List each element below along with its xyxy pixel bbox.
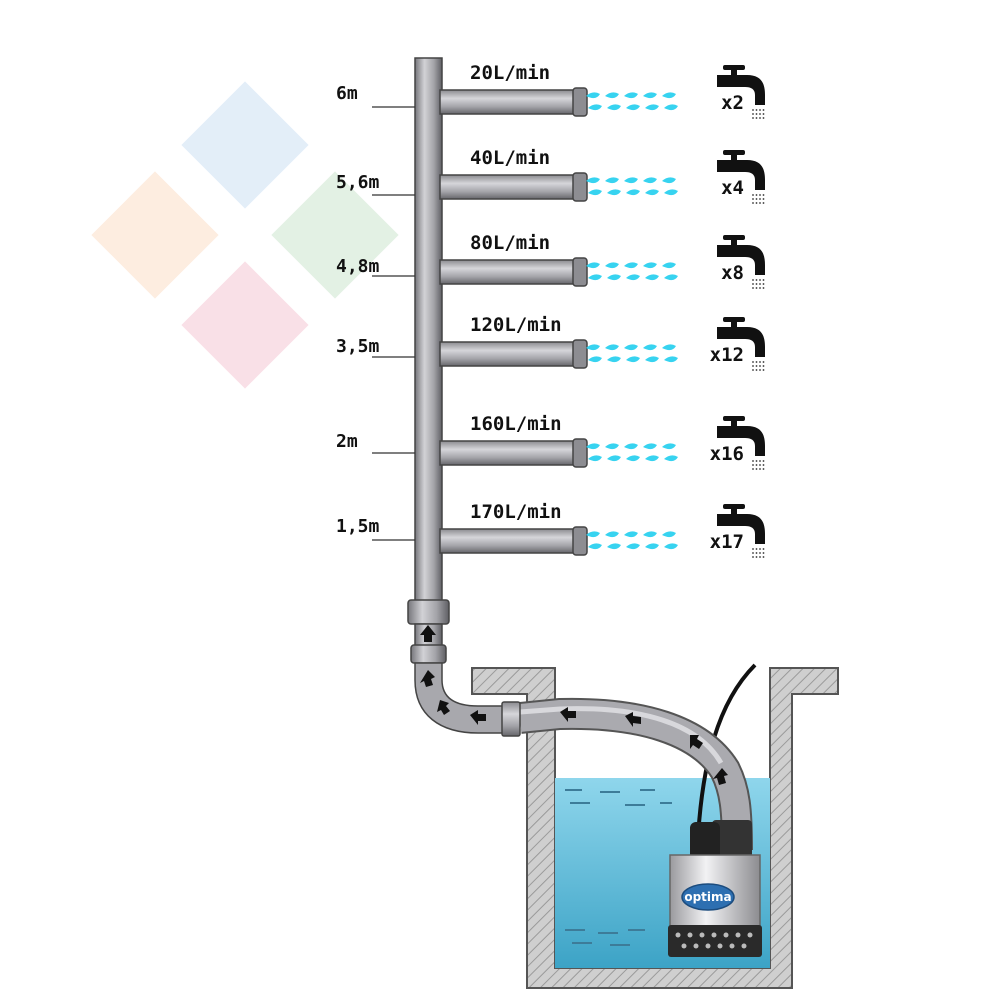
height-label: 5,6m	[336, 172, 380, 193]
tap-count-label: x17	[710, 531, 744, 553]
flow-rate-label: 170L/min	[470, 501, 562, 523]
pipe-elbow	[414, 662, 511, 734]
faucet-icon	[717, 235, 765, 289]
height-label: 6m	[336, 83, 358, 104]
faucet-icon	[717, 416, 765, 470]
flow-rate-label: 20L/min	[470, 62, 550, 84]
outlet-fitting	[572, 172, 588, 202]
height-label: 3,5m	[336, 336, 380, 357]
pipe-coupling	[407, 599, 450, 625]
outlet-fitting	[572, 438, 588, 468]
riser-pipe	[407, 57, 521, 737]
water-spray	[586, 177, 678, 196]
pump-brand-text: optima	[684, 890, 731, 904]
outlet-branch	[372, 150, 765, 204]
water-spray	[586, 92, 678, 111]
height-label: 4,8m	[336, 256, 380, 277]
water-spray	[586, 344, 678, 363]
hose-connector	[501, 701, 521, 737]
water-spray	[586, 262, 678, 281]
height-label: 2m	[336, 431, 358, 452]
flow-rate-label: 160L/min	[470, 413, 562, 435]
optima-logo	[681, 883, 735, 911]
outlet-branch	[372, 65, 765, 119]
flow-rate-label: 80L/min	[470, 232, 550, 254]
tap-count-label: x4	[721, 177, 744, 199]
flow-rate-label: 120L/min	[470, 314, 562, 336]
faucet-icon	[717, 65, 765, 119]
tap-count-label: x8	[721, 262, 744, 284]
pipe-coupling-lower	[410, 644, 447, 664]
water-spray	[586, 531, 678, 550]
tap-count-label: x12	[710, 344, 744, 366]
tap-count-label: x2	[721, 92, 744, 114]
outlet-fitting	[572, 339, 588, 369]
flow-arrows	[420, 625, 728, 785]
tap-count-label: x16	[710, 443, 744, 465]
faucet-icon	[717, 504, 765, 558]
flow-rate-label: 40L/min	[470, 147, 550, 169]
height-label: 1,5m	[336, 516, 380, 537]
faucet-icon	[717, 150, 765, 204]
outlet-branch	[372, 504, 765, 558]
outlet-branch	[372, 235, 765, 289]
outlet-fitting	[572, 87, 588, 117]
outlet-branch	[372, 416, 765, 470]
outlet-fitting	[572, 257, 588, 287]
submersible-pump: optima	[668, 820, 762, 957]
outlet-branch	[372, 317, 765, 371]
outlet-fitting	[572, 526, 588, 556]
water-spray	[586, 443, 678, 462]
faucet-icon	[717, 317, 765, 371]
discharge-hose	[518, 697, 753, 851]
